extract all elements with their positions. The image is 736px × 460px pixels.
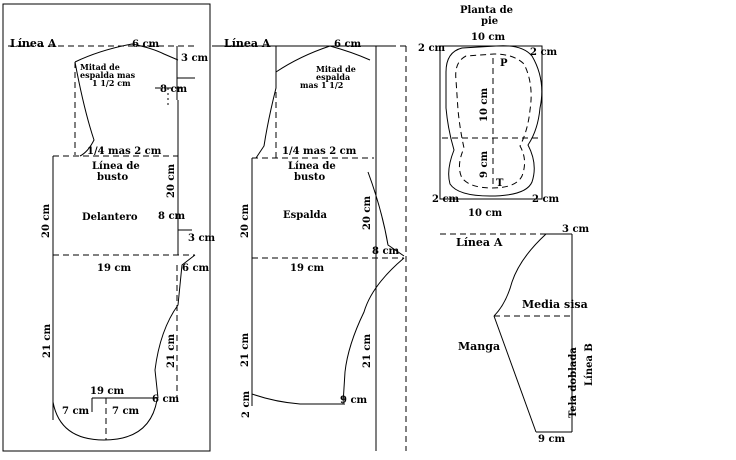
- sole-bottom: 10 cm: [468, 208, 502, 219]
- back-note-3: mas 1 1/2: [300, 80, 343, 90]
- sole-upper: 10 cm: [479, 88, 490, 122]
- front-frame: [2, 3, 211, 452]
- front-right-height: 20 cm: [166, 164, 177, 198]
- sole-lower: 9 cm: [479, 150, 490, 178]
- sole-top-right: 2 cm: [530, 47, 558, 58]
- front-right-lower: 21 cm: [166, 334, 177, 368]
- front-quarter: 1/4 mas 2 cm: [87, 146, 162, 157]
- back-left-height: 20 cm: [240, 204, 251, 238]
- back-bust-line-1: Línea de: [288, 161, 336, 172]
- sleeve-linea-b: Línea B: [584, 343, 595, 386]
- front-neck-drop: 3 cm: [181, 53, 209, 64]
- front-side-drop: 3 cm: [188, 233, 216, 244]
- back-bottom-right: 9 cm: [340, 395, 368, 406]
- back-piece: Línea A 6 cm Mitad de espalda mas 1 1/2 …: [212, 37, 407, 451]
- front-armhole-curve: [74, 61, 95, 157]
- back-shoulder-curve: [275, 45, 371, 73]
- front-hem-curve: [52, 399, 158, 441]
- front-top-width: 6 cm: [132, 39, 160, 50]
- front-bust-line-1: Línea de: [92, 161, 140, 172]
- sleeve-bottom: 9 cm: [538, 434, 566, 445]
- front-back-note-2: espalda mas: [80, 70, 136, 80]
- sole-inner-outline: [455, 53, 532, 189]
- back-top-width: 6 cm: [334, 39, 362, 50]
- back-hem-curve: [251, 393, 345, 405]
- sleeve-media-sisa: Media sisa: [522, 298, 588, 311]
- sleeve-linea-a: Línea A: [456, 236, 503, 249]
- sleeve-underarm-line: [493, 315, 537, 433]
- back-side: 8 cm: [372, 246, 400, 257]
- front-left-height: 20 cm: [41, 204, 52, 238]
- front-hem-left-half: 7 cm: [62, 406, 90, 417]
- front-hem-right-half: 7 cm: [112, 406, 140, 417]
- sole-piece: Planta de pie 10 cm 2 cm 2 cm P 10 cm 9 …: [418, 5, 560, 219]
- back-note-1: Mitad de: [316, 64, 356, 74]
- sole-title-2: pie: [481, 16, 498, 27]
- back-note-2: espalda: [316, 72, 350, 82]
- front-shoulder-curve: [74, 43, 179, 63]
- sole-t: T: [496, 178, 504, 189]
- back-side-curve: [367, 171, 405, 257]
- back-right-lower: 21 cm: [362, 334, 373, 368]
- back-left-lower: 21 cm: [240, 333, 251, 367]
- sleeve-cap-curve: [493, 233, 547, 317]
- sole-bottom-left: 2 cm: [432, 194, 460, 205]
- front-dart: 8 cm: [158, 211, 186, 222]
- front-piece: Línea A 6 cm 3 cm Mitad de espalda mas 1…: [2, 3, 216, 452]
- back-right-height: 20 cm: [362, 196, 373, 230]
- sole-top-left: 2 cm: [418, 43, 446, 54]
- back-linea-a: Línea A: [224, 37, 271, 50]
- front-hem-right: 6 cm: [152, 394, 180, 405]
- sole-bottom-right: 2 cm: [532, 194, 560, 205]
- front-linea-a: Línea A: [10, 37, 57, 50]
- front-back-note-3: 1 1/2 cm: [92, 78, 131, 88]
- back-bottom-left: 2 cm: [241, 390, 252, 418]
- front-waist-right: 6 cm: [182, 263, 210, 274]
- back-armhole-curve: [255, 46, 277, 159]
- sole-top: 10 cm: [471, 32, 505, 43]
- sleeve-top-right: 3 cm: [562, 224, 590, 235]
- sleeve-piece: 3 cm Línea A Media sisa Manga Tela dobla…: [440, 224, 595, 445]
- back-right-curve: [342, 257, 405, 405]
- front-bust-line-2: busto: [97, 172, 129, 183]
- back-name: Espalda: [283, 210, 328, 221]
- front-hem: 19 cm: [90, 386, 124, 397]
- front-name: Delantero: [82, 212, 138, 223]
- sleeve-manga: Manga: [458, 340, 500, 353]
- front-left-lower: 21 cm: [42, 324, 53, 358]
- sole-title-1: Planta de: [460, 5, 513, 16]
- front-back-note-1: Mitad de: [80, 62, 120, 72]
- sole-p: P: [500, 58, 508, 69]
- back-quarter: 1/4 mas 2 cm: [282, 146, 357, 157]
- sole-outline: [445, 45, 543, 197]
- front-shoulder: 8 cm: [160, 84, 188, 95]
- front-waist: 19 cm: [97, 263, 131, 274]
- sleeve-tela: Tela doblada: [568, 347, 579, 418]
- back-waist: 19 cm: [290, 263, 324, 274]
- back-bust-line-2: busto: [294, 172, 326, 183]
- front-right-curve: [154, 254, 196, 399]
